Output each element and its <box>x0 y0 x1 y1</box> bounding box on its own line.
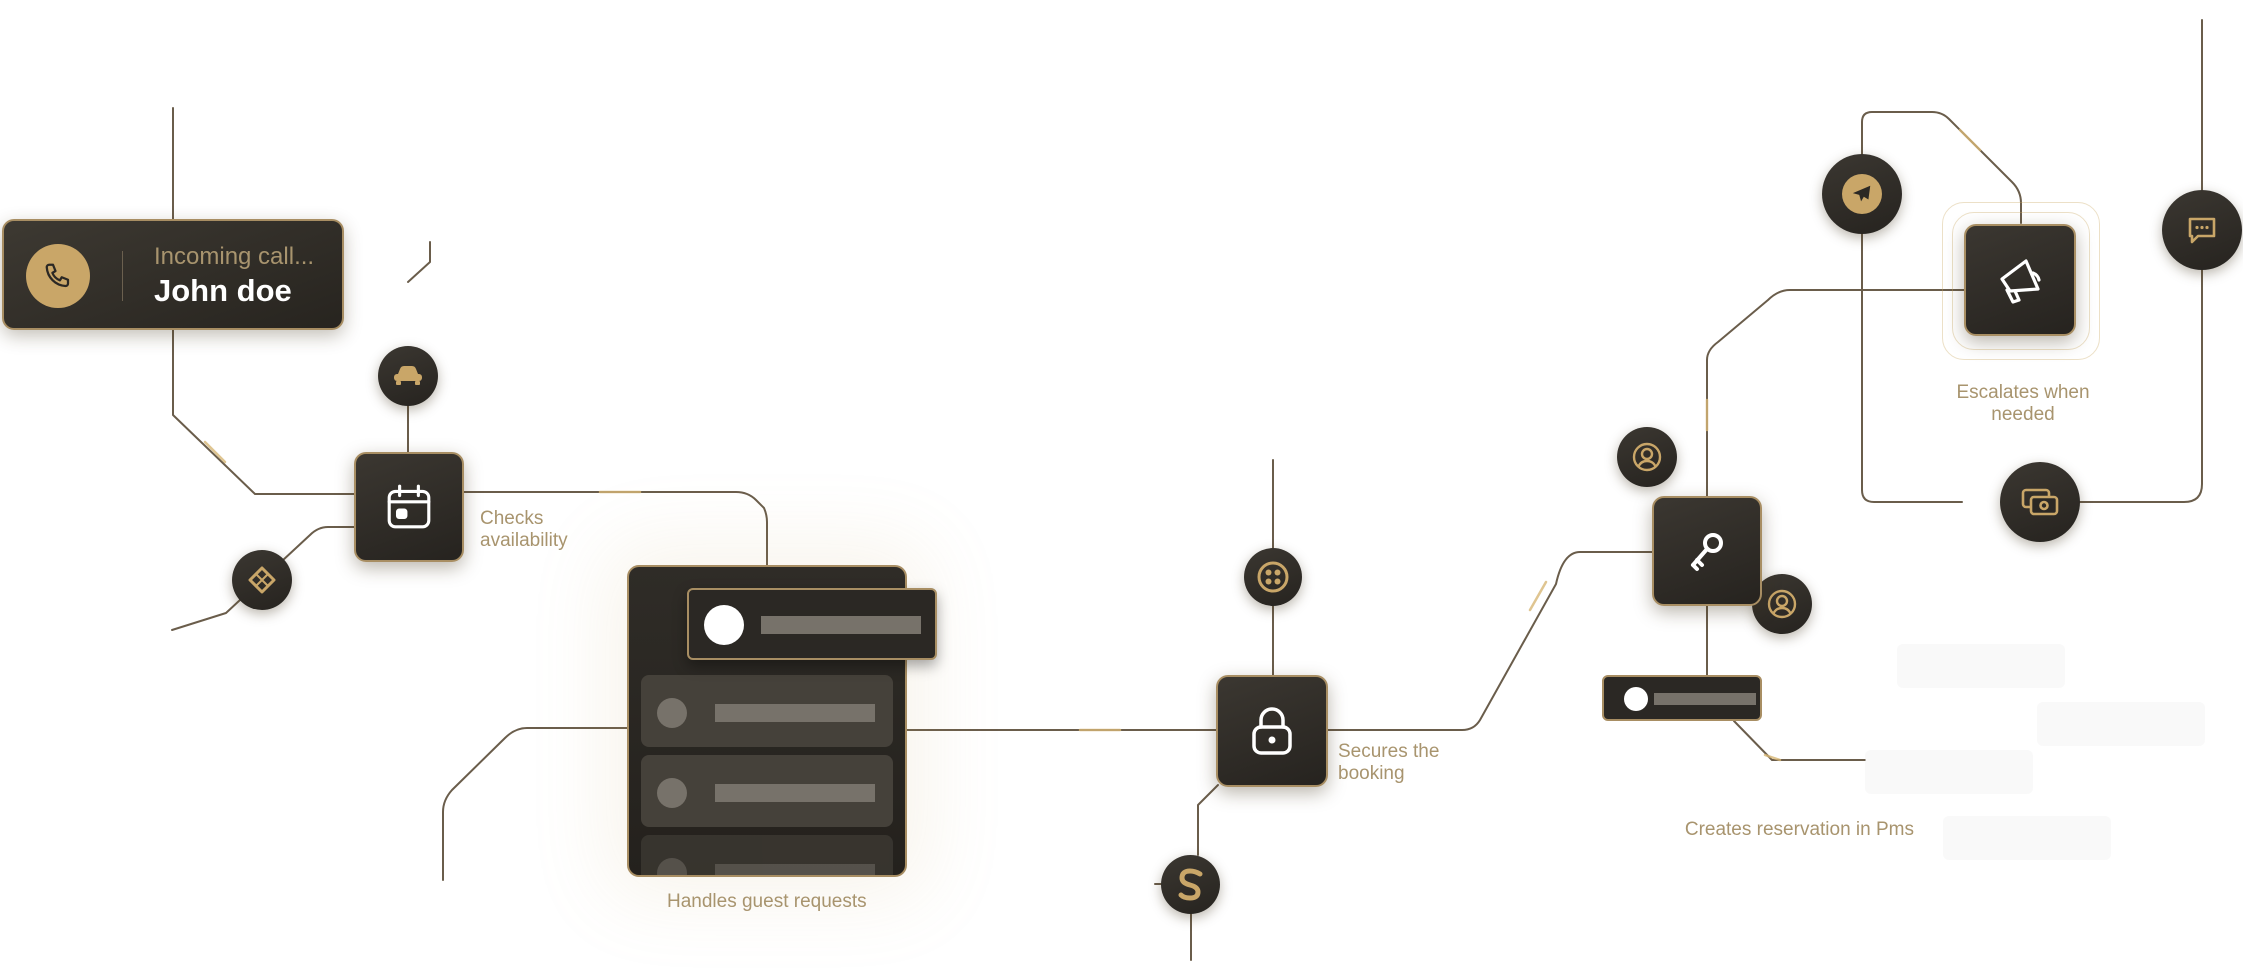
list-item-avatar <box>657 858 687 875</box>
staff-profile-node[interactable] <box>1752 574 1812 634</box>
handles-guest-requests-label: Handles guest requests <box>667 891 867 912</box>
sync-icon <box>248 566 276 594</box>
list-item-avatar <box>657 698 687 728</box>
answer-call-button[interactable] <box>26 244 90 308</box>
escalates-label: Escalates when needed <box>1956 382 2090 425</box>
list-item[interactable] <box>641 675 893 747</box>
list-item-text <box>715 864 875 875</box>
highlighted-item-text <box>761 616 921 634</box>
ghost-card <box>2037 702 2205 746</box>
reservation-record-card[interactable] <box>1602 675 1762 721</box>
highlighted-request-item[interactable] <box>687 588 937 660</box>
chat-channel-node[interactable] <box>2162 190 2242 270</box>
phone-icon <box>45 263 70 288</box>
incoming-call-subtitle: Incoming call... <box>154 243 315 270</box>
incoming-call-card[interactable]: Incoming call... John doe <box>2 219 344 330</box>
reservation-node[interactable] <box>1652 496 1762 606</box>
checks-availability-label: Checks availability <box>480 508 568 551</box>
list-item-text <box>715 784 875 802</box>
list-item-avatar <box>657 778 687 808</box>
guest-profile-node[interactable] <box>1617 427 1677 487</box>
escalation-halo-inner <box>1952 212 2090 350</box>
telegram-badge <box>1842 174 1882 214</box>
telegram-channel-node[interactable] <box>1822 154 1902 234</box>
car-service-node[interactable] <box>378 346 438 406</box>
creates-reservation-label: Creates reservation in Pms <box>1684 819 1914 840</box>
payment-channel-node[interactable] <box>2000 462 2080 542</box>
escalation-node[interactable] <box>1964 224 2076 336</box>
lock-icon <box>1252 707 1292 755</box>
car-icon <box>394 366 422 385</box>
cash-icon <box>2021 488 2059 516</box>
ghost-card <box>1943 816 2111 860</box>
calendar-icon <box>387 484 431 529</box>
stripe-integration-node[interactable] <box>1161 855 1220 914</box>
call-divider <box>122 251 123 301</box>
chat-icon <box>2188 217 2216 244</box>
caller-name: John doe <box>154 273 292 308</box>
user-icon <box>1767 589 1797 619</box>
ghost-card <box>1865 750 2033 794</box>
list-item[interactable] <box>641 835 893 875</box>
highlighted-item-avatar <box>704 605 744 645</box>
reservation-record-text <box>1654 693 1756 705</box>
megaphone-icon <box>2000 259 2041 304</box>
twilio-icon <box>1257 561 1289 593</box>
stripe-icon <box>1178 867 1202 901</box>
ghost-card <box>1897 644 2065 688</box>
send-icon <box>1852 185 1871 202</box>
sync-integration-node[interactable] <box>232 550 292 610</box>
secure-booking-node[interactable] <box>1216 675 1328 787</box>
list-item-text <box>715 704 875 722</box>
availability-node[interactable] <box>354 452 464 562</box>
escalation-halo-outer <box>1942 202 2100 360</box>
reservation-record-avatar <box>1624 687 1648 711</box>
list-item[interactable] <box>641 755 893 827</box>
key-icon <box>1691 533 1723 571</box>
secures-booking-label: Secures the booking <box>1338 741 1440 784</box>
twilio-integration-node[interactable] <box>1244 548 1302 606</box>
user-icon <box>1632 442 1662 472</box>
